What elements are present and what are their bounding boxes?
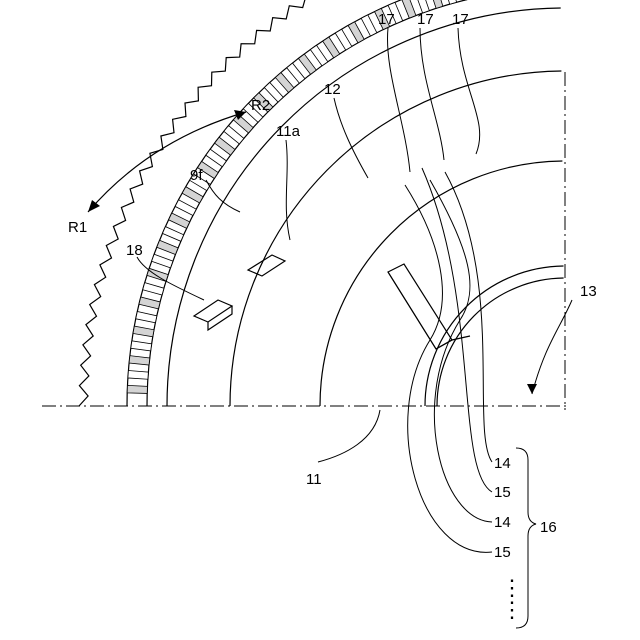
label-15-lower: 15 bbox=[494, 544, 511, 561]
magnet-segment bbox=[128, 371, 148, 380]
tab-18-side bbox=[208, 306, 232, 330]
magnet-segment bbox=[143, 283, 164, 295]
label-15-upper: 15 bbox=[494, 484, 511, 501]
label-11a: 11a bbox=[276, 123, 301, 140]
magnet-segment bbox=[175, 200, 196, 216]
magnet-segment bbox=[136, 311, 157, 322]
magnet-segment bbox=[233, 114, 253, 133]
magnet-segment bbox=[335, 29, 352, 50]
magnet-segment bbox=[215, 137, 235, 155]
label-9f: 9f bbox=[190, 167, 203, 184]
label-14-lower: 14 bbox=[494, 514, 511, 531]
magnet-segment bbox=[152, 254, 173, 268]
leader-15a bbox=[422, 168, 492, 492]
label-17-b: 17 bbox=[417, 11, 434, 28]
ring-arcs bbox=[127, 0, 564, 406]
magnet-segment bbox=[275, 73, 294, 93]
tab-18 bbox=[194, 300, 232, 322]
label-17-a: 17 bbox=[378, 11, 395, 28]
arc-ring-2 bbox=[230, 71, 561, 406]
arc-magnet-inner bbox=[147, 0, 561, 406]
label-12: 12 bbox=[324, 81, 341, 98]
magnet-segment bbox=[361, 15, 377, 36]
label-11: 11 bbox=[306, 471, 322, 488]
arrow-head-r1 bbox=[88, 200, 100, 212]
leader-11a bbox=[286, 140, 290, 240]
label-r2: R2 bbox=[251, 97, 270, 114]
magnet-segment bbox=[430, 0, 443, 8]
leader-17c bbox=[458, 28, 480, 154]
label-ellipsis-2: ⋮ bbox=[501, 597, 523, 622]
leader-11 bbox=[318, 410, 380, 462]
tab-11a bbox=[248, 255, 285, 276]
magnet-segment bbox=[310, 45, 327, 66]
label-r1: R1 bbox=[68, 219, 87, 236]
magnet-segment bbox=[323, 37, 340, 58]
leader-14a bbox=[445, 172, 492, 462]
label-14-upper: 14 bbox=[494, 455, 511, 472]
radial-rib bbox=[388, 264, 452, 349]
leader-17b bbox=[420, 28, 444, 160]
magnet-segment bbox=[139, 297, 160, 309]
magnet-segment bbox=[182, 187, 203, 203]
magnet-segment bbox=[459, 0, 471, 1]
magnet-segment bbox=[444, 0, 456, 4]
magnet-segment bbox=[298, 54, 316, 74]
label-18: 18 bbox=[126, 242, 143, 259]
magnet-segment bbox=[133, 326, 154, 337]
leader-13 bbox=[532, 300, 572, 394]
magnet-segment bbox=[402, 0, 416, 18]
magnet-segment bbox=[287, 63, 305, 83]
radial-rib-edge bbox=[388, 272, 436, 349]
magnet-segment bbox=[224, 126, 244, 144]
magnet-segment bbox=[129, 356, 150, 365]
magnet-segments bbox=[127, 0, 541, 393]
leader-15b bbox=[405, 185, 492, 552]
label-13: 13 bbox=[580, 283, 597, 300]
magnet-segment bbox=[206, 149, 227, 167]
arrow-head-13 bbox=[527, 384, 537, 394]
magnet-segment bbox=[157, 240, 178, 254]
serrated-outer-edge bbox=[79, 0, 398, 406]
arc-magnet-outer bbox=[127, 0, 560, 406]
magnet-segment bbox=[131, 341, 152, 351]
magnet-segment bbox=[162, 227, 183, 242]
label-16: 16 bbox=[540, 519, 557, 536]
leader-17a bbox=[387, 28, 410, 172]
magnet-segment bbox=[127, 385, 147, 393]
magnet-segment bbox=[169, 213, 190, 228]
leader-9f bbox=[206, 180, 240, 212]
radial-rib-base bbox=[436, 336, 470, 349]
magnet-segment bbox=[348, 22, 364, 43]
arc-ring-4 bbox=[425, 266, 564, 406]
label-17-c: 17 bbox=[452, 11, 469, 28]
magnet-segment bbox=[147, 268, 168, 281]
